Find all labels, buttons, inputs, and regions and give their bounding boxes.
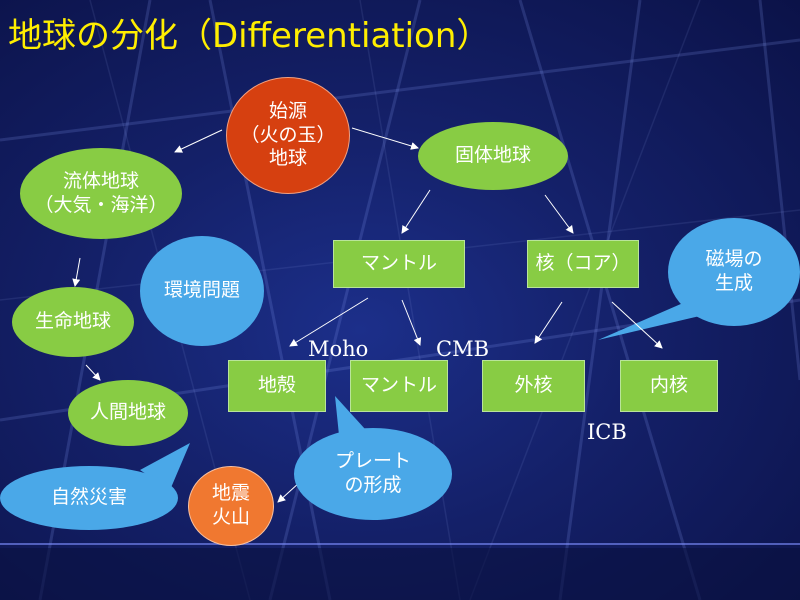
node-natural-disaster: 自然災害 [0,466,178,530]
node-magnetic-field-label: 磁場の 生成 [705,248,763,294]
node-plate-formation-label: プレート の形成 [334,450,411,496]
node-human-earth-label: 人間地球 [89,401,166,424]
node-mantle-bottom: マントル [350,360,448,412]
arrow-mantle-crust [289,297,369,347]
node-core: 核（コア） [527,240,639,288]
node-core-label: 核（コア） [535,252,631,275]
node-origin-earth-label: 始源 （火の玉） 地球 [240,99,336,170]
node-life-earth-label: 生命地球 [34,310,111,333]
arrow-life-human [85,364,101,381]
slide-title: 地球の分化（Differentiation） [8,16,491,56]
node-fluid-earth-label: 流体地球 （大気・海洋） [34,169,168,216]
label-moho: Moho [308,337,369,361]
arrow-fluid-life [72,257,81,287]
node-inner-core: 内核 [620,360,718,412]
arrow-origin-fluid [174,129,223,153]
node-solid-earth-label: 固体地球 [454,144,531,167]
arrow-mantle-mantle [401,299,422,346]
node-earthquake-volcano-label: 地震 火山 [211,482,250,528]
node-mantle-top: マントル [333,240,465,288]
node-outer-core-label: 外核 [514,374,553,397]
node-natural-disaster-label: 自然災害 [50,486,127,509]
arrow-solid-mantle [401,189,431,234]
node-environment-label: 環境問題 [163,279,240,302]
arrow-solid-core [544,194,574,234]
node-mantle-bottom-label: マントル [360,374,437,397]
node-inner-core-label: 内核 [649,374,688,397]
node-solid-earth: 固体地球 [418,122,568,190]
node-crust-label: 地殻 [257,374,296,397]
node-mantle-top-label: マントル [360,252,437,275]
node-crust: 地殻 [228,360,326,412]
label-icb: ICB [587,420,627,444]
node-magnetic-field: 磁場の 生成 [668,218,800,326]
node-environment: 環境問題 [140,236,264,346]
node-origin-earth: 始源 （火の玉） 地球 [226,77,350,194]
arrow-origin-solid [351,127,419,150]
node-earthquake-volcano: 地震 火山 [188,466,274,546]
node-fluid-earth: 流体地球 （大気・海洋） [20,148,182,239]
node-life-earth: 生命地球 [12,287,134,357]
node-human-earth: 人間地球 [68,380,188,446]
arrow-core-outer [534,301,563,344]
node-outer-core: 外核 [482,360,585,412]
label-cmb: CMB [436,337,490,361]
arrow-core-inner [611,301,663,349]
node-plate-formation: プレート の形成 [294,428,452,520]
